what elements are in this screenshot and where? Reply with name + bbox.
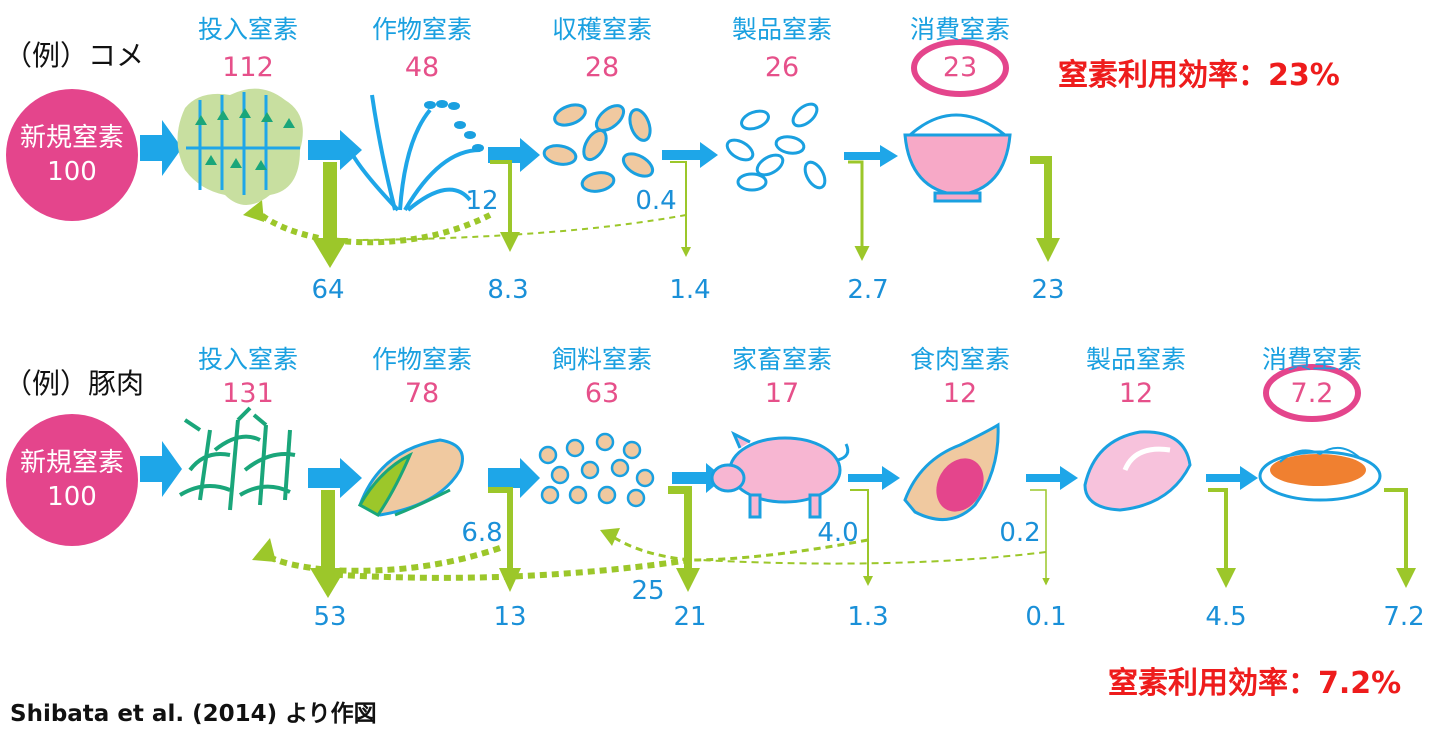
pork-stage-value-4: 17 [764, 378, 800, 409]
pork-stage-title-6: 製品窒素 [1085, 345, 1187, 374]
pork-loss-arrows [310, 486, 1416, 598]
pork-stage-value-5: 12 [942, 378, 978, 409]
pork-loss-5: 0.1 [1025, 602, 1067, 632]
pork-stage-value-2: 78 [404, 378, 440, 409]
pork-loss-arrow-4 [850, 489, 873, 586]
pork-stage-title-1: 投入窒素 [197, 345, 299, 374]
pork-flow-arrow-6 [1026, 466, 1078, 490]
rice-flow-arrows [140, 120, 898, 176]
rice-plant-icon [348, 94, 484, 212]
rice-stage-value-1: 112 [222, 52, 274, 83]
pork-stage-value-1: 131 [222, 378, 274, 409]
pork-stage-title-3: 飼料窒素 [551, 345, 653, 374]
rice-loss-4: 2.7 [847, 275, 889, 305]
rice-loss-arrows [312, 156, 1060, 268]
rice-efficiency: 窒素利用効率：23% [1058, 58, 1340, 93]
rice-consumed-highlight [911, 39, 1009, 97]
source-citation: Shibata et al. (2014) より作図 [10, 701, 377, 727]
pork-cut-icon [1083, 430, 1192, 512]
pork-start-circle [6, 414, 138, 546]
rice-stage-value-3: 28 [584, 52, 620, 83]
feed-pellets-icon [538, 432, 655, 508]
rice-loss-3: 1.4 [669, 275, 711, 305]
pork-flow-arrow-7 [1206, 466, 1258, 490]
rice-loss-5: 23 [1031, 275, 1065, 305]
pork-recycle-2: 25 [631, 576, 665, 606]
pork-stage-value-6: 12 [1118, 378, 1154, 409]
rice-stage-value-4: 26 [764, 52, 800, 83]
pork-loss-arrow-3 [668, 486, 692, 572]
rice-recycle-1: 12 [465, 186, 499, 216]
rice-start-circle [6, 89, 138, 221]
rice-loss-2: 8.3 [487, 275, 529, 305]
pork-stage-title-7: 消費窒素 [1261, 345, 1363, 374]
rice-loss-arrow-2 [490, 160, 520, 252]
pork-loss-arrow-7 [1384, 488, 1408, 570]
rice-stage-title-5: 消費窒素 [909, 15, 1011, 44]
pork-start-line1: 新規窒素 [19, 448, 125, 478]
pork-flow-arrow-1 [140, 441, 182, 497]
rice-row-label: （例）コメ [4, 39, 145, 72]
pork-flow-arrow-2 [308, 458, 362, 498]
rice-stage-value-2: 48 [404, 52, 440, 83]
pork-recycle-4: 0.2 [999, 518, 1041, 548]
pork-loss-2: 13 [493, 602, 527, 632]
pork-loss-3: 21 [673, 602, 707, 632]
polished-rice-icon [725, 102, 827, 192]
rice-stage-title-1: 投入窒素 [197, 15, 299, 44]
pork-start-label: 新規窒素 100 [20, 446, 124, 514]
pork-stage-title-4: 家畜窒素 [731, 345, 833, 374]
pork-efficiency: 窒素利用効率：7.2% [1108, 666, 1402, 701]
rice-start-line2: 100 [47, 157, 97, 187]
corn-cob-icon [357, 438, 464, 517]
rice-stage-value-5: 23 [942, 52, 978, 83]
pork-stage-title-5: 食肉窒素 [909, 345, 1011, 374]
rice-stage-title-4: 製品窒素 [731, 15, 833, 44]
rice-stage-title-3: 収穫窒素 [551, 15, 653, 44]
rice-flow-arrow-1 [140, 120, 182, 176]
pork-recycle-1: 6.8 [461, 518, 503, 548]
rice-start-label: 新規窒素 100 [20, 121, 124, 189]
pork-stage-value-3: 63 [584, 378, 620, 409]
pork-start-line2: 100 [47, 482, 97, 512]
pork-loss-7: 7.2 [1383, 602, 1425, 632]
pork-flow-arrows [140, 441, 1258, 498]
rice-loss-1: 64 [311, 275, 345, 305]
paddy-field-icon [177, 88, 303, 205]
pig-icon [710, 430, 850, 519]
rice-stage-title-2: 作物窒素 [371, 15, 473, 44]
corn-field-icon [178, 406, 296, 511]
rice-flow-arrow-3 [488, 138, 540, 172]
pork-flow-arrow-5 [848, 466, 900, 490]
rice-bowl-icon [903, 113, 1012, 203]
pork-loss-1: 53 [313, 602, 347, 632]
pork-flow-arrow-4 [672, 463, 724, 493]
pork-loss-arrow-2 [488, 487, 513, 572]
rice-grains-icon [542, 103, 655, 193]
rice-loss-arrow-5 [1030, 156, 1052, 240]
meat-carcass-icon [903, 422, 1000, 522]
rice-recycle-arrows [243, 200, 687, 246]
pork-loss-arrow-6 [1208, 488, 1228, 570]
rice-flow-arrow-4 [662, 142, 718, 168]
pork-stage-value-7: 7.2 [1290, 378, 1334, 409]
pork-dish-icon [1258, 447, 1382, 502]
rice-recycle-2: 0.4 [635, 186, 677, 216]
pork-row-label: （例）豚肉 [4, 367, 145, 400]
pork-consumed-highlight [1263, 364, 1361, 422]
rice-flow-arrow-5 [844, 145, 898, 167]
pork-recycle-arrows [252, 528, 1047, 581]
pork-recycle-3: 4.0 [817, 518, 859, 548]
pork-loss-6: 4.5 [1205, 602, 1247, 632]
pork-stage-title-2: 作物窒素 [371, 345, 473, 374]
rice-loss-arrow-4 [848, 160, 870, 261]
rice-start-line1: 新規窒素 [19, 123, 125, 153]
rice-flow-arrow-2 [308, 130, 362, 170]
rice-loss-arrow-3 [670, 161, 691, 257]
pork-loss-4: 1.3 [847, 602, 889, 632]
